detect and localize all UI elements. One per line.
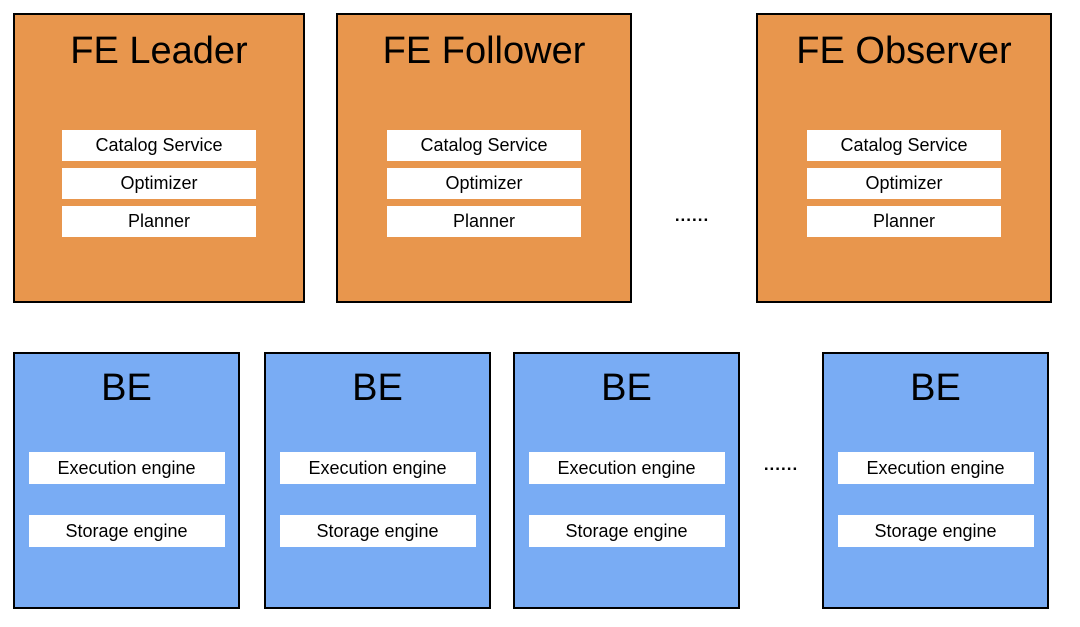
fe-follower-title: FE Follower	[382, 30, 586, 72]
be-components: Execution engine Storage engine	[515, 452, 738, 547]
be-node-3: BE Execution engine Storage engine	[513, 352, 740, 609]
storage-engine-box: Storage engine	[28, 515, 225, 547]
optimizer-box: Optimizer	[807, 168, 1001, 199]
execution-engine-box: Execution engine	[837, 452, 1034, 484]
fe-leader-node: FE Leader Catalog Service Optimizer Plan…	[13, 13, 305, 303]
fe-row-ellipsis: ......	[674, 206, 710, 225]
fe-follower-components: Catalog Service Optimizer Planner	[338, 130, 630, 237]
be-node-1: BE Execution engine Storage engine	[13, 352, 240, 609]
be-title: BE	[910, 367, 961, 409]
optimizer-box: Optimizer	[387, 168, 581, 199]
storage-engine-box: Storage engine	[528, 515, 725, 547]
be-title: BE	[101, 367, 152, 409]
be-title: BE	[352, 367, 403, 409]
fe-observer-title: FE Observer	[796, 30, 1012, 72]
be-node-4: BE Execution engine Storage engine	[822, 352, 1049, 609]
execution-engine-box: Execution engine	[528, 452, 725, 484]
be-components: Execution engine Storage engine	[15, 452, 238, 547]
planner-box: Planner	[807, 206, 1001, 237]
catalog-service-box: Catalog Service	[387, 130, 581, 161]
fe-observer-node: FE Observer Catalog Service Optimizer Pl…	[756, 13, 1052, 303]
execution-engine-box: Execution engine	[279, 452, 476, 484]
fe-observer-components: Catalog Service Optimizer Planner	[758, 130, 1050, 237]
storage-engine-box: Storage engine	[837, 515, 1034, 547]
be-node-2: BE Execution engine Storage engine	[264, 352, 491, 609]
fe-leader-components: Catalog Service Optimizer Planner	[15, 130, 303, 237]
execution-engine-box: Execution engine	[28, 452, 225, 484]
be-components: Execution engine Storage engine	[824, 452, 1047, 547]
fe-follower-node: FE Follower Catalog Service Optimizer Pl…	[336, 13, 632, 303]
planner-box: Planner	[62, 206, 256, 237]
storage-engine-box: Storage engine	[279, 515, 476, 547]
be-row-ellipsis: ......	[763, 455, 799, 474]
planner-box: Planner	[387, 206, 581, 237]
catalog-service-box: Catalog Service	[807, 130, 1001, 161]
be-title: BE	[601, 367, 652, 409]
catalog-service-box: Catalog Service	[62, 130, 256, 161]
fe-leader-title: FE Leader	[70, 30, 248, 72]
optimizer-box: Optimizer	[62, 168, 256, 199]
be-components: Execution engine Storage engine	[266, 452, 489, 547]
